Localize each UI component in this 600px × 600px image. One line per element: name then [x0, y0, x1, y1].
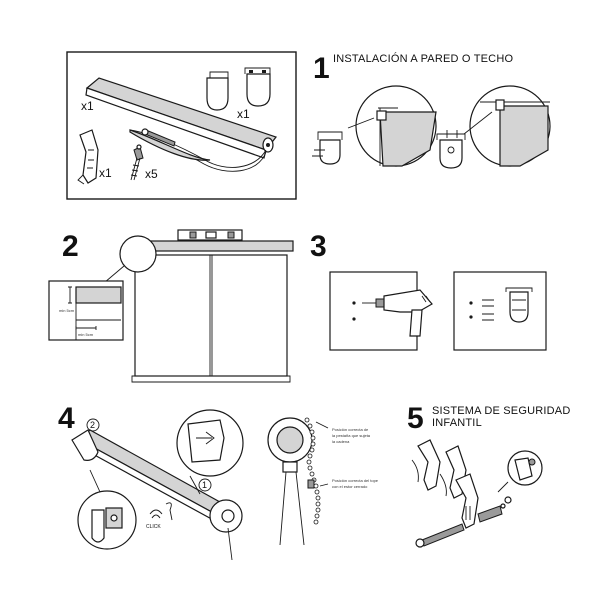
spirit-level: [177, 229, 243, 241]
note1-line3: la cadena: [332, 439, 350, 444]
note2-line2: con el estor cerrado: [332, 484, 368, 489]
min-distance-b: min 5cm: [78, 332, 94, 337]
magnifier-left: [347, 85, 437, 167]
step-5-title-line2: INFANTIL: [432, 417, 482, 429]
bracket-screwed-panel: [453, 271, 547, 351]
step-5-title-line1: SISTEMA DE SEGURIDAD: [432, 405, 570, 417]
screws-illustration: [130, 128, 176, 181]
chain-mechanism: [267, 417, 329, 546]
step-1: 1 INSTALACIÓN A PARED O TECHO: [312, 52, 551, 169]
note1-line1: Posición correcta de: [332, 427, 369, 432]
parts-box: x1 x1 x1 x5: [66, 51, 297, 200]
click-label: CLICK: [146, 524, 161, 530]
note1-line2: la pestaña que sujeta: [332, 433, 371, 438]
bracket-click-magnifier: [176, 409, 244, 495]
screw-qty: x5: [145, 167, 158, 181]
step-5: 5 SISTEMA DE SEGURIDAD INFANTIL: [407, 402, 570, 548]
wall-bracket-left: [312, 131, 343, 165]
roller-qty: x1: [81, 99, 94, 113]
circle-2-label: 2: [90, 420, 95, 430]
chain-notes: Posición correcta de la pestaña que suje…: [332, 427, 379, 489]
step-1-title: INSTALACIÓN A PARED O TECHO: [333, 52, 513, 65]
magnifier-right: [463, 85, 551, 167]
roller-install: 2 1: [71, 418, 243, 561]
drill-panel: [329, 271, 433, 351]
step-5-number: 5: [407, 402, 424, 435]
bracket-illustration: [206, 67, 271, 111]
step-2: 2 min 5cm min 5cm: [48, 229, 294, 383]
bracket-qty: x1: [237, 107, 250, 121]
note2-line1: Posición correcta del tope: [332, 478, 379, 483]
step-2-number: 2: [62, 230, 79, 263]
step-3-number: 3: [310, 230, 327, 263]
clip-qty: x1: [99, 166, 112, 180]
bracket-magnifier: [97, 235, 157, 289]
clip-screw-assembly: [415, 496, 512, 548]
window-frame: [131, 254, 291, 383]
min-distance-a: min 5cm: [59, 308, 75, 313]
click-indicator: CLICK: [146, 502, 173, 530]
circle-1-label: 1: [202, 480, 207, 490]
safety-clip-steps: [411, 439, 479, 529]
distance-detail: min 5cm min 5cm: [48, 280, 124, 341]
end-cap-magnifier: [77, 469, 137, 550]
ceiling-bracket-right: [436, 130, 466, 169]
step-3: 3: [310, 230, 547, 351]
step-4-number: 4: [58, 402, 75, 435]
safety-clip-illustration: [77, 129, 99, 185]
step-4: 4 2 1 CLICK: [58, 402, 379, 561]
wall-magnifier: [497, 450, 543, 493]
step-1-number: 1: [313, 52, 330, 85]
